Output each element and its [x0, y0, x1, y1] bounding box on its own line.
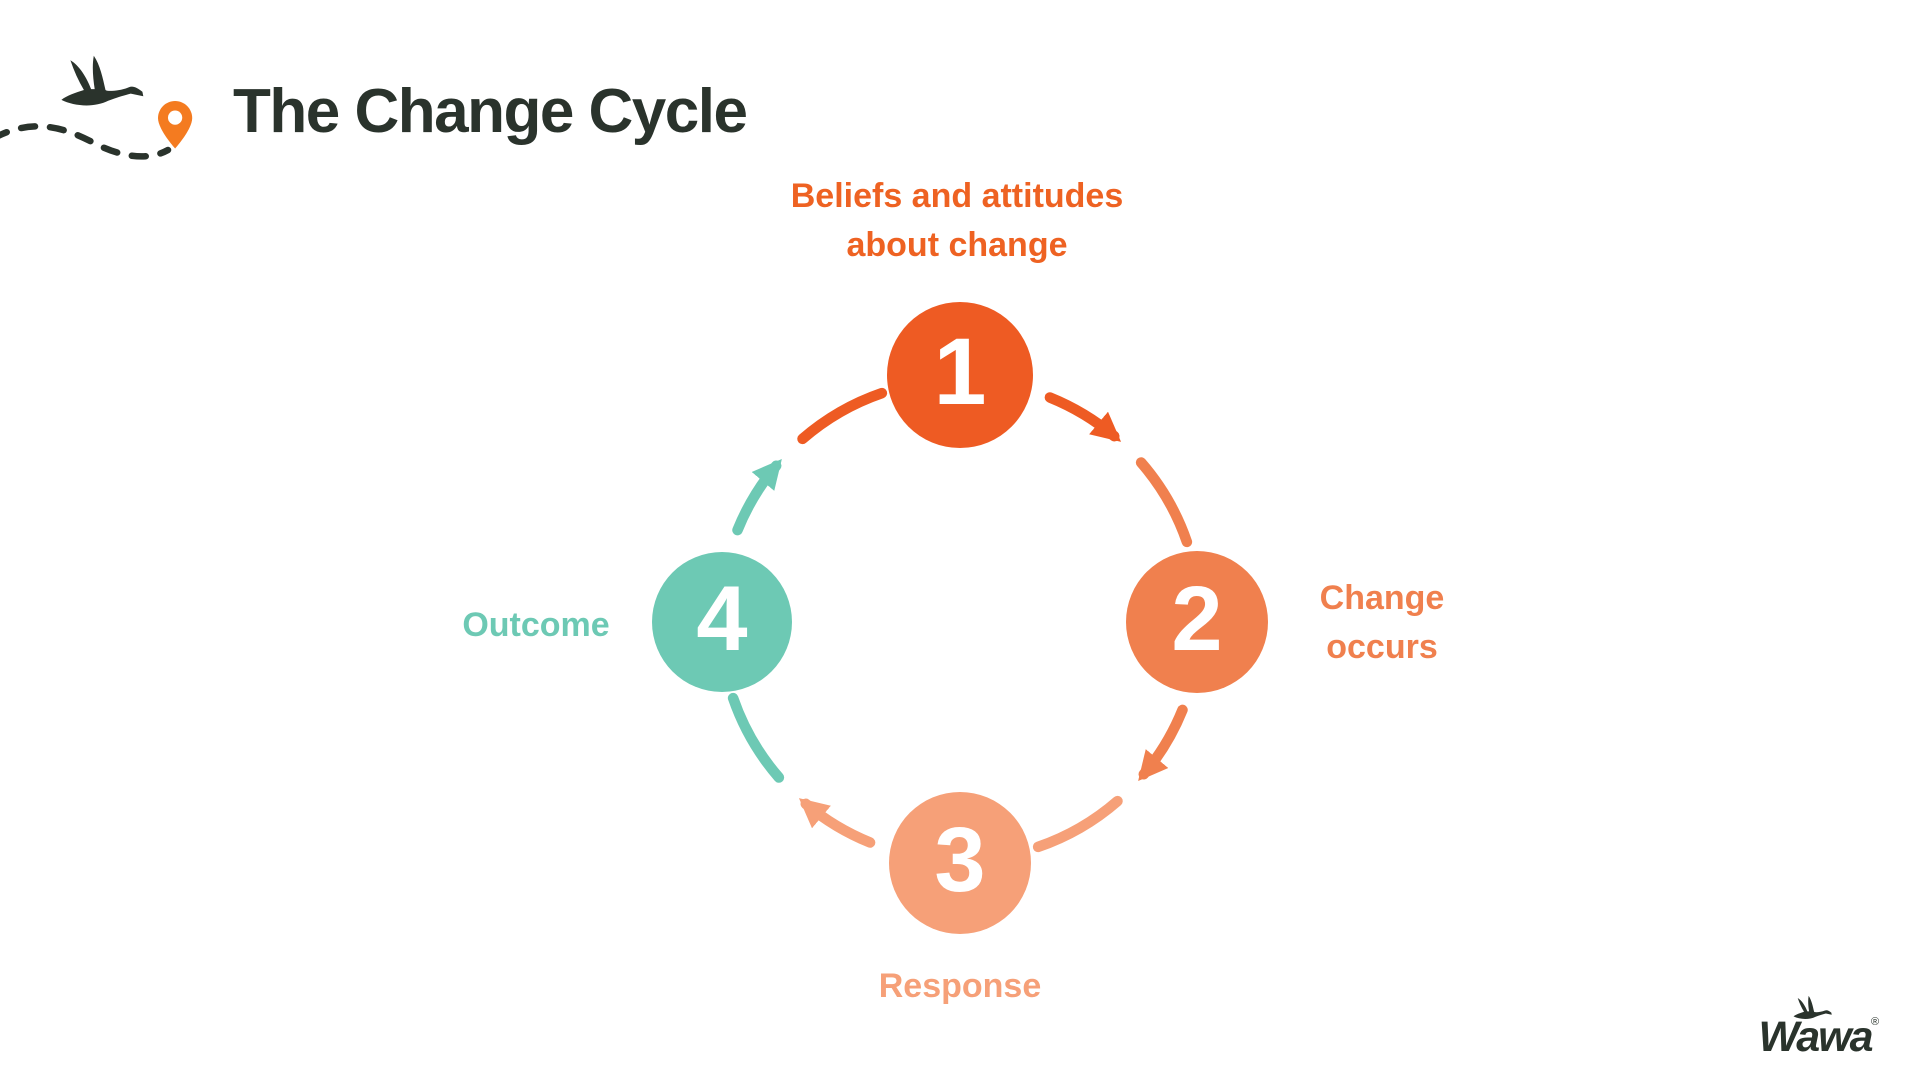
connector-into-1 — [797, 387, 888, 445]
registered-trademark-symbol: ® — [1871, 1016, 1879, 1028]
step-2-circle: 2 — [1126, 551, 1268, 693]
flight-path-dashes — [0, 123, 172, 160]
step-3-label: Response — [810, 962, 1110, 1011]
step-1-label-line: Beliefs and attitudes — [790, 177, 1124, 215]
arrow-3-to-4 — [798, 798, 876, 848]
step-2-label-line: occurs — [1326, 627, 1438, 666]
step-1-circle: 1 — [887, 302, 1033, 448]
step-3-circle: 3 — [889, 792, 1031, 934]
goose-flight-graphic — [0, 55, 193, 160]
step-2-number: 2 — [1171, 567, 1223, 670]
step-4-label-line: Outcome — [462, 606, 610, 644]
step-4-label: Outcome — [386, 601, 686, 650]
step-1-number: 1 — [933, 318, 987, 425]
connector-into-3 — [1032, 795, 1123, 853]
step-4-circle: 4 — [652, 552, 792, 692]
page-title: The Change Cycle — [233, 77, 748, 146]
brand-logo: Wawa ® — [1758, 995, 1879, 1061]
arrow-4-to-1 — [732, 458, 782, 536]
connector-into-4 — [727, 692, 785, 783]
step-3-number: 3 — [934, 808, 986, 911]
brand-wordmark: Wawa — [1758, 1013, 1872, 1061]
connector-into-2 — [1135, 457, 1193, 548]
step-1-label: Beliefs and attitudes about change — [657, 172, 1257, 270]
step-3-label-line: Response — [878, 967, 1042, 1005]
arrow-2-to-3 — [1138, 704, 1188, 782]
step-1-label-line: about change — [846, 225, 1068, 264]
step-2-label: Change occurs — [1282, 574, 1482, 672]
location-pin-hole — [167, 110, 183, 125]
arrow-1-to-2 — [1044, 392, 1122, 442]
step-2-label-line: Change — [1319, 579, 1445, 617]
step-4-number: 4 — [696, 567, 748, 670]
wawa-goose-icon — [1793, 995, 1832, 1020]
flying-goose-icon — [61, 55, 144, 106]
